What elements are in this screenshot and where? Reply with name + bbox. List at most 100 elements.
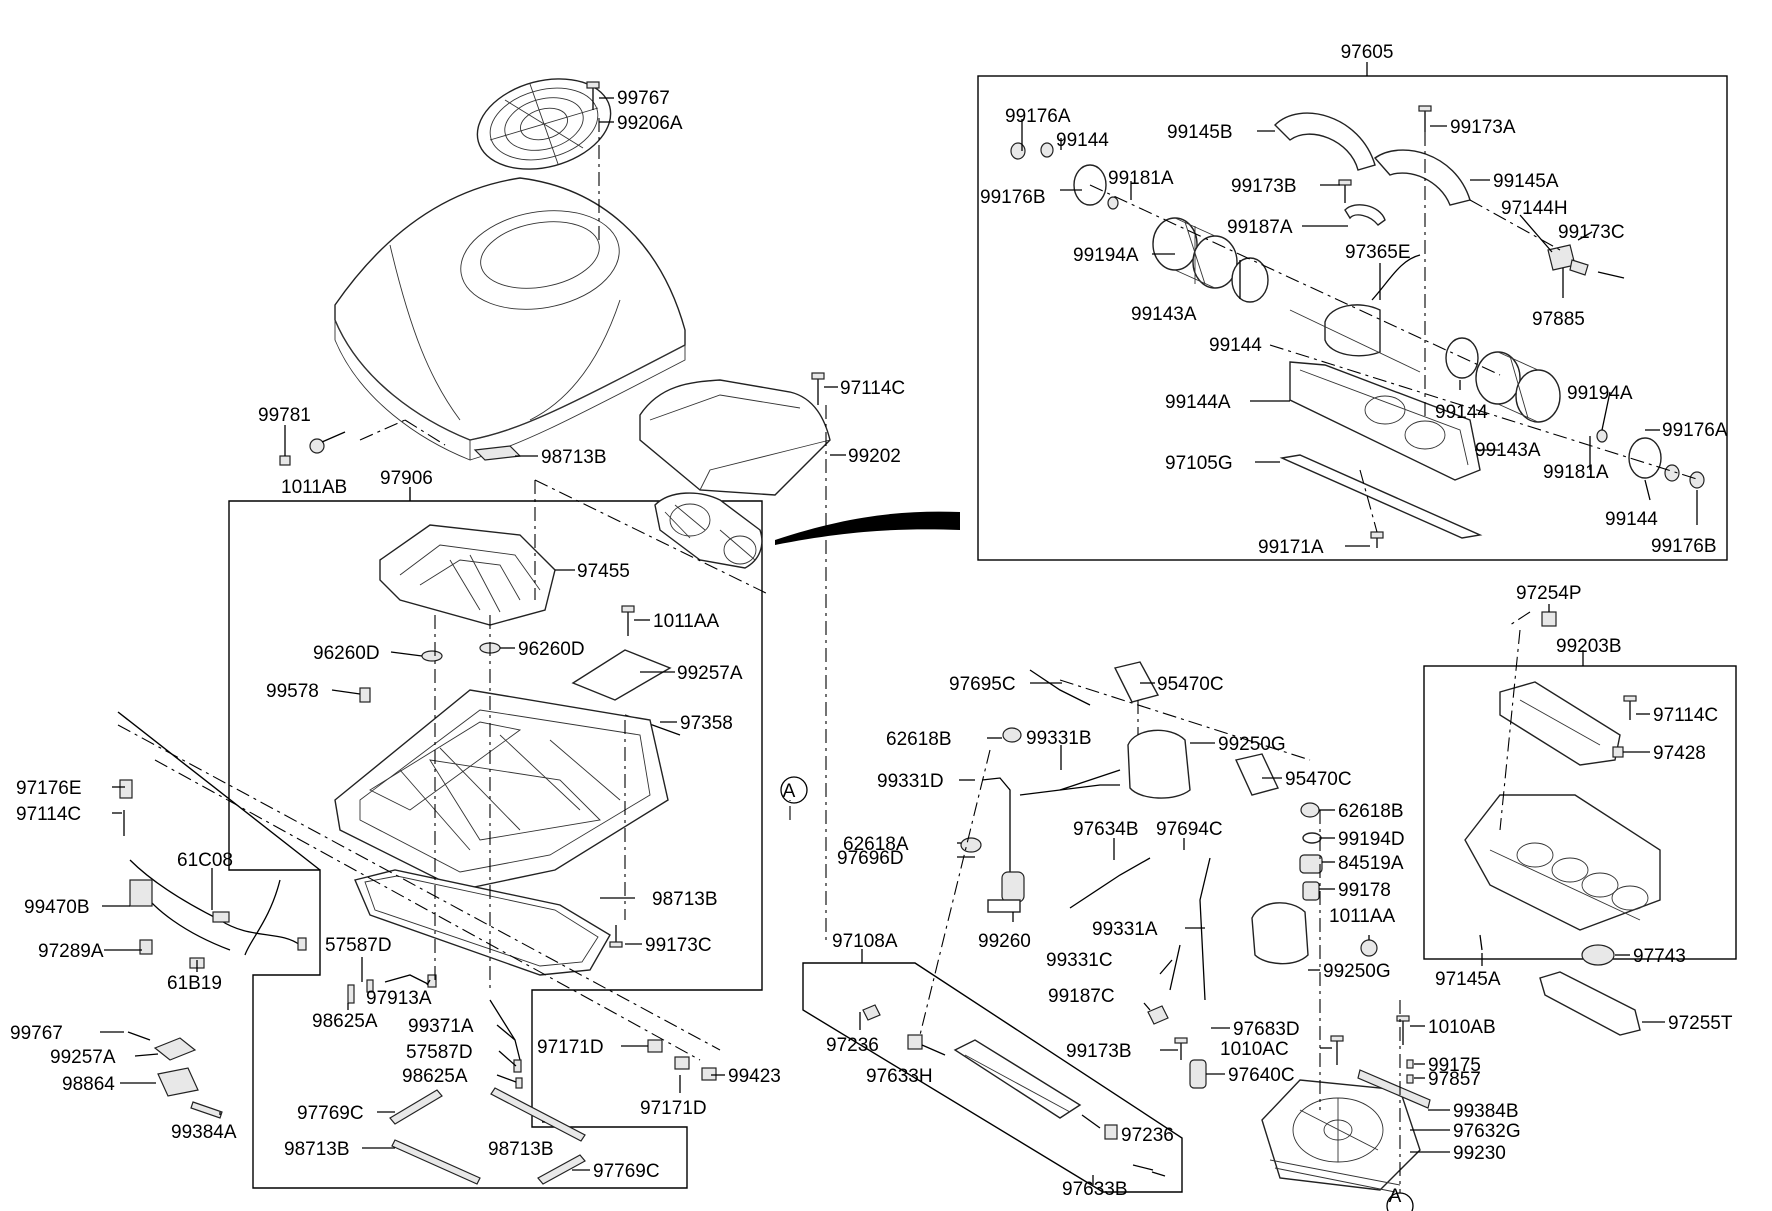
center-lines: [117, 118, 1701, 1193]
label-1011aa: 1011AA: [653, 611, 720, 632]
label-99187c: 99187C: [1048, 986, 1115, 1007]
label-99143a: 99143A: [1131, 304, 1197, 325]
label-99181a: 99181A: [1108, 168, 1174, 189]
label-97108a: 97108A: [832, 931, 898, 952]
label-97640c: 97640C: [1228, 1065, 1295, 1086]
label-99144: 99144: [1605, 509, 1658, 530]
label-62618b: 62618B: [886, 729, 952, 750]
label-96260d: 96260D: [313, 643, 380, 664]
frame-99203b: [1423, 665, 1737, 960]
frame-wiring: [117, 711, 321, 871]
condenser-unit: [1261, 1079, 1421, 1193]
label-97683d: 97683D: [1233, 1019, 1300, 1040]
label-99250g: 99250G: [1218, 734, 1286, 755]
label-97145a: 97145A: [1435, 969, 1501, 990]
label-1011aa: 1011AA: [1329, 906, 1396, 927]
label-97358: 97358: [680, 713, 733, 734]
control-box-assembly: [1464, 611, 1661, 1036]
label-99331c: 99331C: [1046, 950, 1113, 971]
label-97114c: 97114C: [16, 804, 81, 825]
label-97455: 97455: [577, 561, 630, 582]
label-99176a: 99176A: [1005, 106, 1071, 127]
label-99173c: 99173C: [1558, 222, 1625, 243]
leader-lines: [100, 97, 1698, 1185]
label-97913a: 97913A: [366, 988, 432, 1009]
label-98864: 98864: [62, 1074, 115, 1095]
label-57587d: 57587D: [406, 1042, 473, 1063]
label-99194a: 99194A: [1567, 383, 1633, 404]
label-95470c: 95470C: [1157, 674, 1224, 695]
bolt-1011ab: [309, 431, 346, 454]
ref-marker-a-1: [780, 776, 808, 804]
label-99206a: 99206A: [617, 113, 683, 134]
callout-labels: 97605 99767 99206A 97114C 99202 99781 10…: [10, 42, 1733, 1207]
label-1010ab: 1010AB: [1428, 1017, 1496, 1038]
label-99423: 99423: [728, 1066, 781, 1087]
label-99470b: 99470B: [24, 897, 90, 918]
label-99257a: 99257A: [50, 1047, 116, 1068]
label-99144: 99144: [1056, 130, 1109, 151]
label-97176e: 97176E: [16, 778, 82, 799]
label-97236: 97236: [1121, 1125, 1174, 1146]
label-98713b: 98713B: [652, 889, 718, 910]
label-99767: 99767: [10, 1023, 63, 1044]
label-99171a: 99171A: [1258, 537, 1324, 558]
label-a-marker: A: [1389, 1186, 1402, 1207]
label-97114c: 97114C: [840, 378, 905, 399]
label-99257a: 99257A: [677, 663, 743, 684]
refrigerant-components: [862, 661, 1431, 1193]
label-98625a: 98625A: [312, 1011, 378, 1032]
label-97254p: 97254P: [1516, 583, 1582, 604]
label-97171d: 97171D: [537, 1037, 604, 1058]
label-97769c: 97769C: [593, 1161, 660, 1182]
blower-motor: [654, 492, 763, 569]
label-97114c: 97114C: [1653, 705, 1718, 726]
fan-grille: [476, 78, 612, 170]
label-99781: 99781: [258, 405, 311, 426]
label-99384a: 99384A: [171, 1122, 237, 1143]
label-97885: 97885: [1532, 309, 1585, 330]
label-97255t: 97255T: [1668, 1013, 1733, 1034]
label-99194d: 99194D: [1338, 829, 1405, 850]
label-99371a: 99371A: [408, 1016, 474, 1037]
blower-wheel-left: [1152, 217, 1238, 289]
label-97289a: 97289A: [38, 941, 104, 962]
label-97105g: 97105G: [1165, 453, 1233, 474]
label-99767: 99767: [617, 88, 670, 109]
label-99173b: 99173B: [1066, 1041, 1132, 1062]
label-97694c: 97694C: [1156, 819, 1223, 840]
label-99176a: 99176A: [1662, 420, 1728, 441]
top-cover: [334, 177, 686, 461]
label-1010ac: 1010AC: [1220, 1039, 1289, 1060]
blower-wheel-right: [1475, 351, 1561, 423]
label-99331b: 99331B: [1026, 728, 1092, 749]
label-99176b: 99176B: [1651, 536, 1717, 557]
label-57587d: 57587D: [325, 935, 392, 956]
label-99173b: 99173B: [1231, 176, 1297, 197]
label-97695c: 97695C: [949, 674, 1016, 695]
label-98625a: 98625A: [402, 1066, 468, 1087]
label-98713b: 98713B: [488, 1139, 554, 1160]
label-97632g: 97632G: [1453, 1121, 1521, 1142]
evap-tray: [379, 524, 556, 626]
label-99173a: 99173A: [1450, 117, 1516, 138]
label-99203b: 99203B: [1556, 636, 1622, 657]
frames: [117, 62, 1737, 1193]
frame-97605: [977, 75, 1728, 561]
label-99230: 99230: [1453, 1143, 1506, 1164]
label-95470c: 95470C: [1285, 769, 1352, 790]
label-99578: 99578: [266, 681, 319, 702]
pointer-wedge: [775, 511, 960, 545]
label-98713b: 98713B: [541, 447, 607, 468]
label-62618b: 62618B: [1338, 801, 1404, 822]
label-99145a: 99145A: [1493, 171, 1559, 192]
label-a-marker: A: [783, 781, 796, 802]
part-shapes: [119, 78, 1705, 1211]
label-97365e: 97365E: [1345, 242, 1411, 263]
label-97857: 97857: [1428, 1069, 1481, 1090]
label-99143a: 99143A: [1475, 440, 1541, 461]
label-99331d: 99331D: [877, 771, 944, 792]
label-97605: 97605: [1341, 42, 1394, 63]
base-tray: [334, 689, 669, 891]
